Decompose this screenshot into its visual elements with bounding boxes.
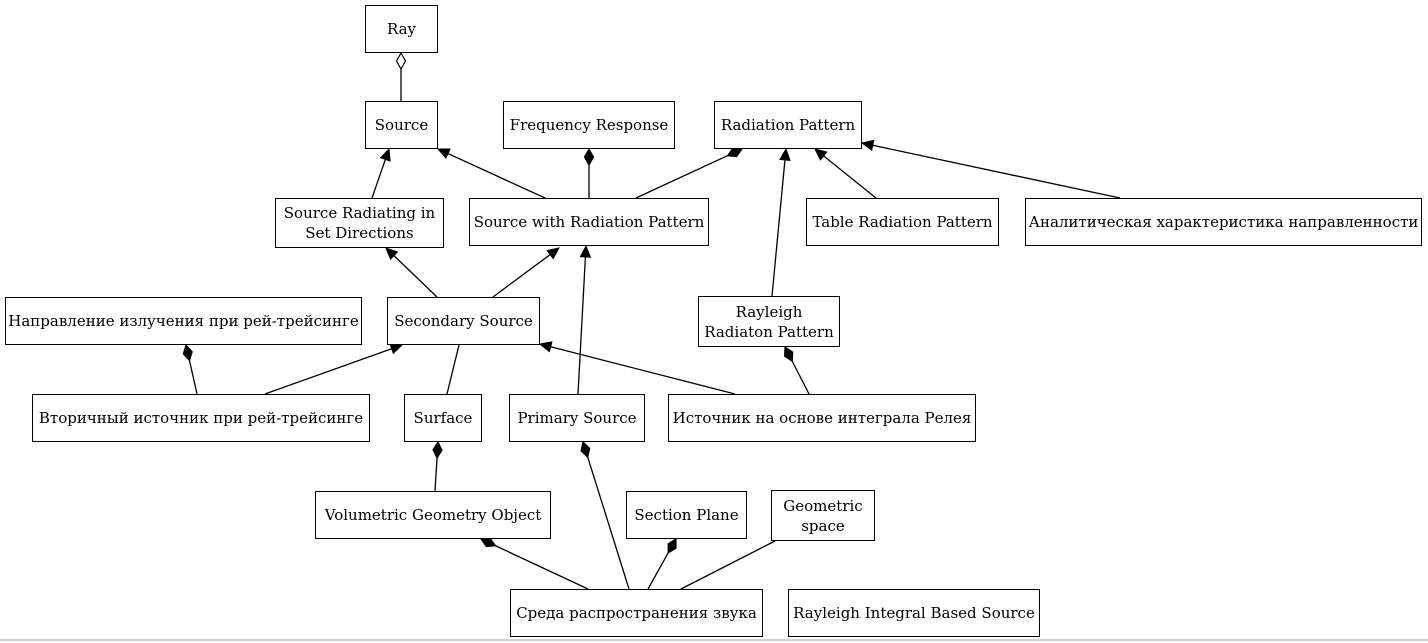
edge-raytracing-secondary-source-to-raytracing-emission-direction [182, 343, 198, 395]
edge-raytracing-secondary-source-to-secondary-source [264, 343, 404, 395]
composition-diamond [726, 147, 744, 158]
arrowhead [389, 343, 404, 355]
raytracing-secondary-source-node[interactable]: Вторичный источник при рей-трейсинге [32, 394, 370, 442]
aggregation-diamond [395, 51, 407, 71]
composition-diamond [667, 537, 677, 555]
arrowhead [546, 247, 560, 260]
arrowhead [385, 247, 399, 261]
sound-propagation-medium-node[interactable]: Среда распространения звука [510, 589, 763, 637]
arrowhead [436, 148, 451, 160]
arrowhead [379, 147, 391, 162]
composition-diamond [479, 537, 497, 548]
arrowhead [814, 148, 828, 161]
edge-rayleigh-integral-source-ru-to-rayleigh-radiation-pattern [784, 345, 810, 395]
raytracing-emission-direction-node[interactable]: Направление излучения при рей-трейсинге [5, 297, 362, 345]
source-radiating-set-directions-node[interactable]: Source Radiating in Set Directions [275, 198, 444, 248]
surface-node[interactable]: Surface [404, 394, 482, 442]
arrowhead [860, 139, 875, 152]
edge-sound-propagation-medium-to-volumetric-geometry-object [479, 537, 589, 590]
edge-analytic-directivity-to-radiation-pattern [860, 139, 1121, 199]
radiation-pattern-node[interactable]: Radiation Pattern [714, 101, 862, 149]
geometric-space-node[interactable]: Geometric space [771, 490, 875, 541]
composition-diamond [784, 345, 794, 363]
edge-source-with-radiation-pattern-to-frequency-response [583, 147, 595, 198]
volumetric-geometry-object-node[interactable]: Volumetric Geometry Object [315, 491, 551, 539]
primary-source-node[interactable]: Primary Source [509, 394, 645, 442]
edge-sound-propagation-medium-to-geometric-space [680, 540, 776, 590]
rayleigh-integral-based-source-node[interactable]: Rayleigh Integral Based Source [788, 589, 1040, 637]
source-with-radiation-pattern-node[interactable]: Source with Radiation Pattern [469, 198, 709, 246]
edge-volumetric-geometry-object-to-surface [432, 440, 443, 492]
edge-rayleigh-integral-source-ru-to-secondary-source [538, 341, 736, 395]
table-radiation-pattern-node[interactable]: Table Radiation Pattern [806, 198, 999, 246]
frequency-response-node[interactable]: Frequency Response [503, 101, 675, 149]
edge-secondary-source-to-source-with-radiation-pattern [492, 247, 560, 298]
rayleigh-radiation-pattern-node[interactable]: Rayleigh Radiaton Pattern [698, 296, 840, 347]
edge-secondary-source-to-source-radiating-set-directions [385, 247, 438, 298]
edge-source-with-radiation-pattern-to-source [436, 148, 546, 199]
composition-diamond [432, 440, 443, 460]
section-plane-node[interactable]: Section Plane [626, 491, 747, 539]
edge-primary-source-to-source-with-radiation-pattern [577, 244, 592, 395]
edge-surface-to-secondary-source [446, 344, 460, 395]
arrowhead [538, 341, 553, 353]
secondary-source-node[interactable]: Secondary Source [387, 297, 540, 345]
edge-source-to-ray [395, 51, 407, 101]
edge-sound-propagation-medium-to-section-plane [647, 537, 677, 590]
edge-source-with-radiation-pattern-to-radiation-pattern [635, 147, 744, 199]
edge-sound-propagation-medium-to-primary-source [580, 440, 630, 590]
source-node[interactable]: Source [365, 101, 438, 149]
arrowhead [579, 244, 592, 258]
arrowhead [779, 147, 791, 161]
composition-diamond [583, 147, 595, 167]
edge-source-radiating-set-directions-to-source [371, 147, 391, 199]
page-bottom-rule [0, 639, 1428, 641]
edge-rayleigh-radiation-pattern-to-radiation-pattern [771, 147, 791, 297]
composition-diamond [182, 343, 193, 362]
edge-table-radiation-pattern-to-radiation-pattern [814, 148, 877, 199]
rayleigh-integral-source-ru-node[interactable]: Источник на основе интеграла Релея [668, 394, 976, 442]
ray-node[interactable]: Ray [365, 5, 438, 53]
composition-diamond [580, 440, 591, 459]
analytic-directivity-node[interactable]: Аналитическая характеристика направленно… [1025, 198, 1422, 246]
